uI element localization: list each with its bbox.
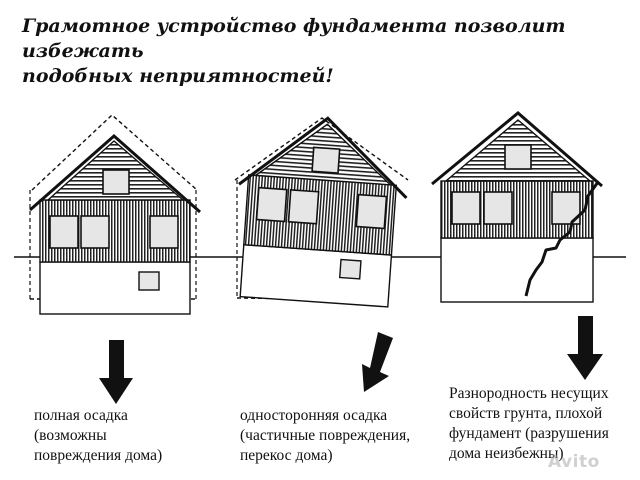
window	[451, 191, 481, 225]
window	[483, 191, 513, 225]
caption-line: (частичные повреждения,	[240, 427, 411, 444]
caption-line: односторонняя осадка	[240, 407, 388, 424]
caption-line: (возможны	[34, 427, 107, 444]
settlement-arrow	[99, 340, 133, 404]
window	[149, 215, 179, 249]
avito-watermark: Avito	[548, 452, 600, 472]
attic-window	[102, 169, 130, 195]
settlement-arrow	[362, 332, 393, 392]
caption-uneven-soil: Разнородность несущих свойств грунта, пл…	[449, 384, 639, 464]
attic-window	[504, 144, 532, 170]
caption-line: дома неизбежны)	[449, 445, 564, 462]
house-foundation	[440, 237, 594, 303]
caption-line: свойств грунта, плохой	[449, 405, 603, 422]
house-cracked-foundation	[431, 111, 603, 303]
window	[287, 189, 320, 225]
caption-line: повреждения дома)	[34, 447, 163, 464]
diagram-heading: Грамотное устройство фундамента позволит…	[22, 14, 622, 89]
caption-line: полная осадка	[34, 407, 128, 424]
crack-line	[524, 181, 600, 297]
house-foundation	[39, 261, 191, 315]
caption-line: перекос дома)	[240, 447, 333, 464]
attic-window	[311, 146, 341, 174]
caption-line: Разнородность несущих	[449, 385, 609, 402]
house-full-settlement	[29, 114, 201, 315]
original-position-outline	[234, 117, 409, 181]
window	[355, 193, 388, 230]
settlement-arrow	[567, 316, 603, 380]
house-one-sided-settlement	[234, 116, 409, 308]
window	[80, 215, 110, 249]
caption-one-sided-settlement: односторонняя осадка (частичные поврежде…	[240, 406, 440, 466]
heading-line-1: Грамотное устройство фундамента позволит…	[22, 15, 566, 62]
heading-line-2: подобных неприятностей!	[22, 65, 334, 87]
caption-line: фундамент (разрушения	[449, 425, 609, 442]
original-position-outline	[31, 114, 198, 191]
basement-window	[338, 258, 362, 280]
basement-window	[138, 271, 160, 291]
window	[49, 215, 79, 249]
window	[255, 186, 288, 223]
caption-full-settlement: полная осадка (возможны повреждения дома…	[34, 406, 234, 466]
